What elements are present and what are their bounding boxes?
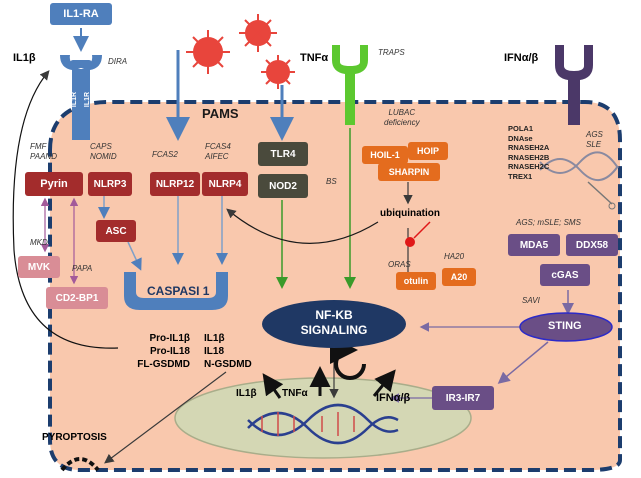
ubiquination-label: ubiquination: [380, 208, 440, 219]
ifn-receptor-icon: [555, 45, 593, 125]
sting-ir3-arrow: [497, 341, 549, 384]
sting-label: STING: [548, 320, 582, 332]
il1b-receptor-label: IL1β: [13, 52, 36, 64]
fmf-paand-label: FMF PAAND: [30, 142, 57, 161]
pams-label: PAMS: [202, 106, 239, 121]
dira-label: DIRA: [108, 57, 128, 66]
il1r-left-label: IL1R: [71, 91, 79, 108]
dna-scissor-icon: [539, 151, 619, 210]
asc-box: ASC: [96, 220, 136, 242]
nuc-tnfa-label: TNFα: [282, 388, 308, 399]
il1b-feedback-arrow: [12, 70, 119, 349]
bs-label: BS: [326, 177, 337, 186]
nod2-box: NOD2: [258, 174, 308, 198]
ifn-receptor-label: IFNα/β: [504, 52, 539, 64]
mkd-label: MKD: [30, 238, 48, 247]
virus-icon: [186, 14, 295, 89]
nlrp4-box: NLRP4: [202, 172, 248, 196]
caspasi-label: CASPASI 1: [147, 284, 210, 298]
pyroptosis-label: PYROPTOSIS: [42, 432, 107, 443]
hoip-box: HOIP: [408, 142, 448, 160]
hoil1-box: HOIL-1: [362, 146, 408, 164]
pro-products-label: Pro-IL1β Pro-IL18 FL-GSDMD: [137, 333, 190, 370]
savi-label: SAVI: [522, 296, 540, 305]
ags-msle-sms-label: AGS; mSLE; SMS: [516, 218, 581, 227]
nfkb-node: [262, 300, 406, 348]
gsdmd-pyroptosis-arrow: [104, 371, 227, 464]
tnf-receptor-icon: [332, 45, 368, 125]
nfkb-label: NF-KB SIGNALING: [300, 308, 368, 337]
pyrin-box: Pyrin: [25, 172, 83, 196]
fcas4-aifec-label: FCAS4 AIFEC: [205, 142, 231, 161]
nlrp3-box: NLRP3: [88, 172, 132, 196]
ags-genes-label: POLA1 DNAse RNASEH2A RNASEH2B RNASEH2C T…: [508, 124, 550, 181]
asc-caspase-arrow: [127, 241, 142, 271]
traps-label: TRAPS: [378, 48, 405, 57]
nucleus: [174, 377, 472, 459]
tnfa-receptor-label: TNFα: [300, 52, 329, 64]
il1-receptor-icon: [60, 55, 102, 140]
ags-sle-label: AGS SLE: [586, 130, 603, 149]
il1r-right-label: IL1R: [84, 91, 92, 108]
out-il1b-arrow: [262, 373, 284, 399]
caps-nomid-label: CAPS NOMID: [90, 142, 117, 161]
lubac-label: LUBAC deficiency: [384, 108, 420, 127]
caspase-cup: [124, 272, 228, 310]
nlrp12-box: NLRP12: [150, 172, 200, 196]
cd2bp1-box: CD2-BP1: [46, 287, 108, 309]
out-ifn-arrow: [372, 369, 396, 397]
ddx58-box: DDX58: [566, 234, 618, 256]
amplification-loop-icon: [329, 336, 366, 380]
ha20-label: HA20: [444, 252, 465, 261]
oras-label: ORAS: [388, 260, 411, 269]
ir3ir7-box: IR3-IR7: [432, 386, 494, 410]
fcas2-label: FCAS2: [152, 150, 178, 159]
inhibitor-icon: [405, 237, 415, 247]
nuc-il1b-label: IL1β: [236, 388, 257, 399]
pyroptosis-pore: [60, 457, 100, 472]
dna-icon: [247, 403, 399, 445]
nuc-ifn-label: IFNα/β: [376, 392, 411, 404]
cgas-box: cGAS: [540, 264, 590, 286]
otulin-box: otulin: [396, 272, 436, 290]
tlr4-box: TLR4: [258, 142, 308, 166]
mda5-box: MDA5: [508, 234, 560, 256]
a20-box: A20: [442, 268, 476, 286]
il1ra-box: IL1-RA: [50, 3, 112, 25]
sharpin-box: SHARPIN: [378, 163, 440, 181]
products-label: IL1β IL18 N-GSDMD: [204, 333, 252, 370]
sting-node: [519, 312, 613, 342]
dna-rungs: [261, 412, 355, 436]
ubiq-nlrp4-arrow: [226, 208, 379, 244]
mvk-box: MVK: [18, 256, 60, 278]
papa-label: PAPA: [72, 264, 93, 273]
